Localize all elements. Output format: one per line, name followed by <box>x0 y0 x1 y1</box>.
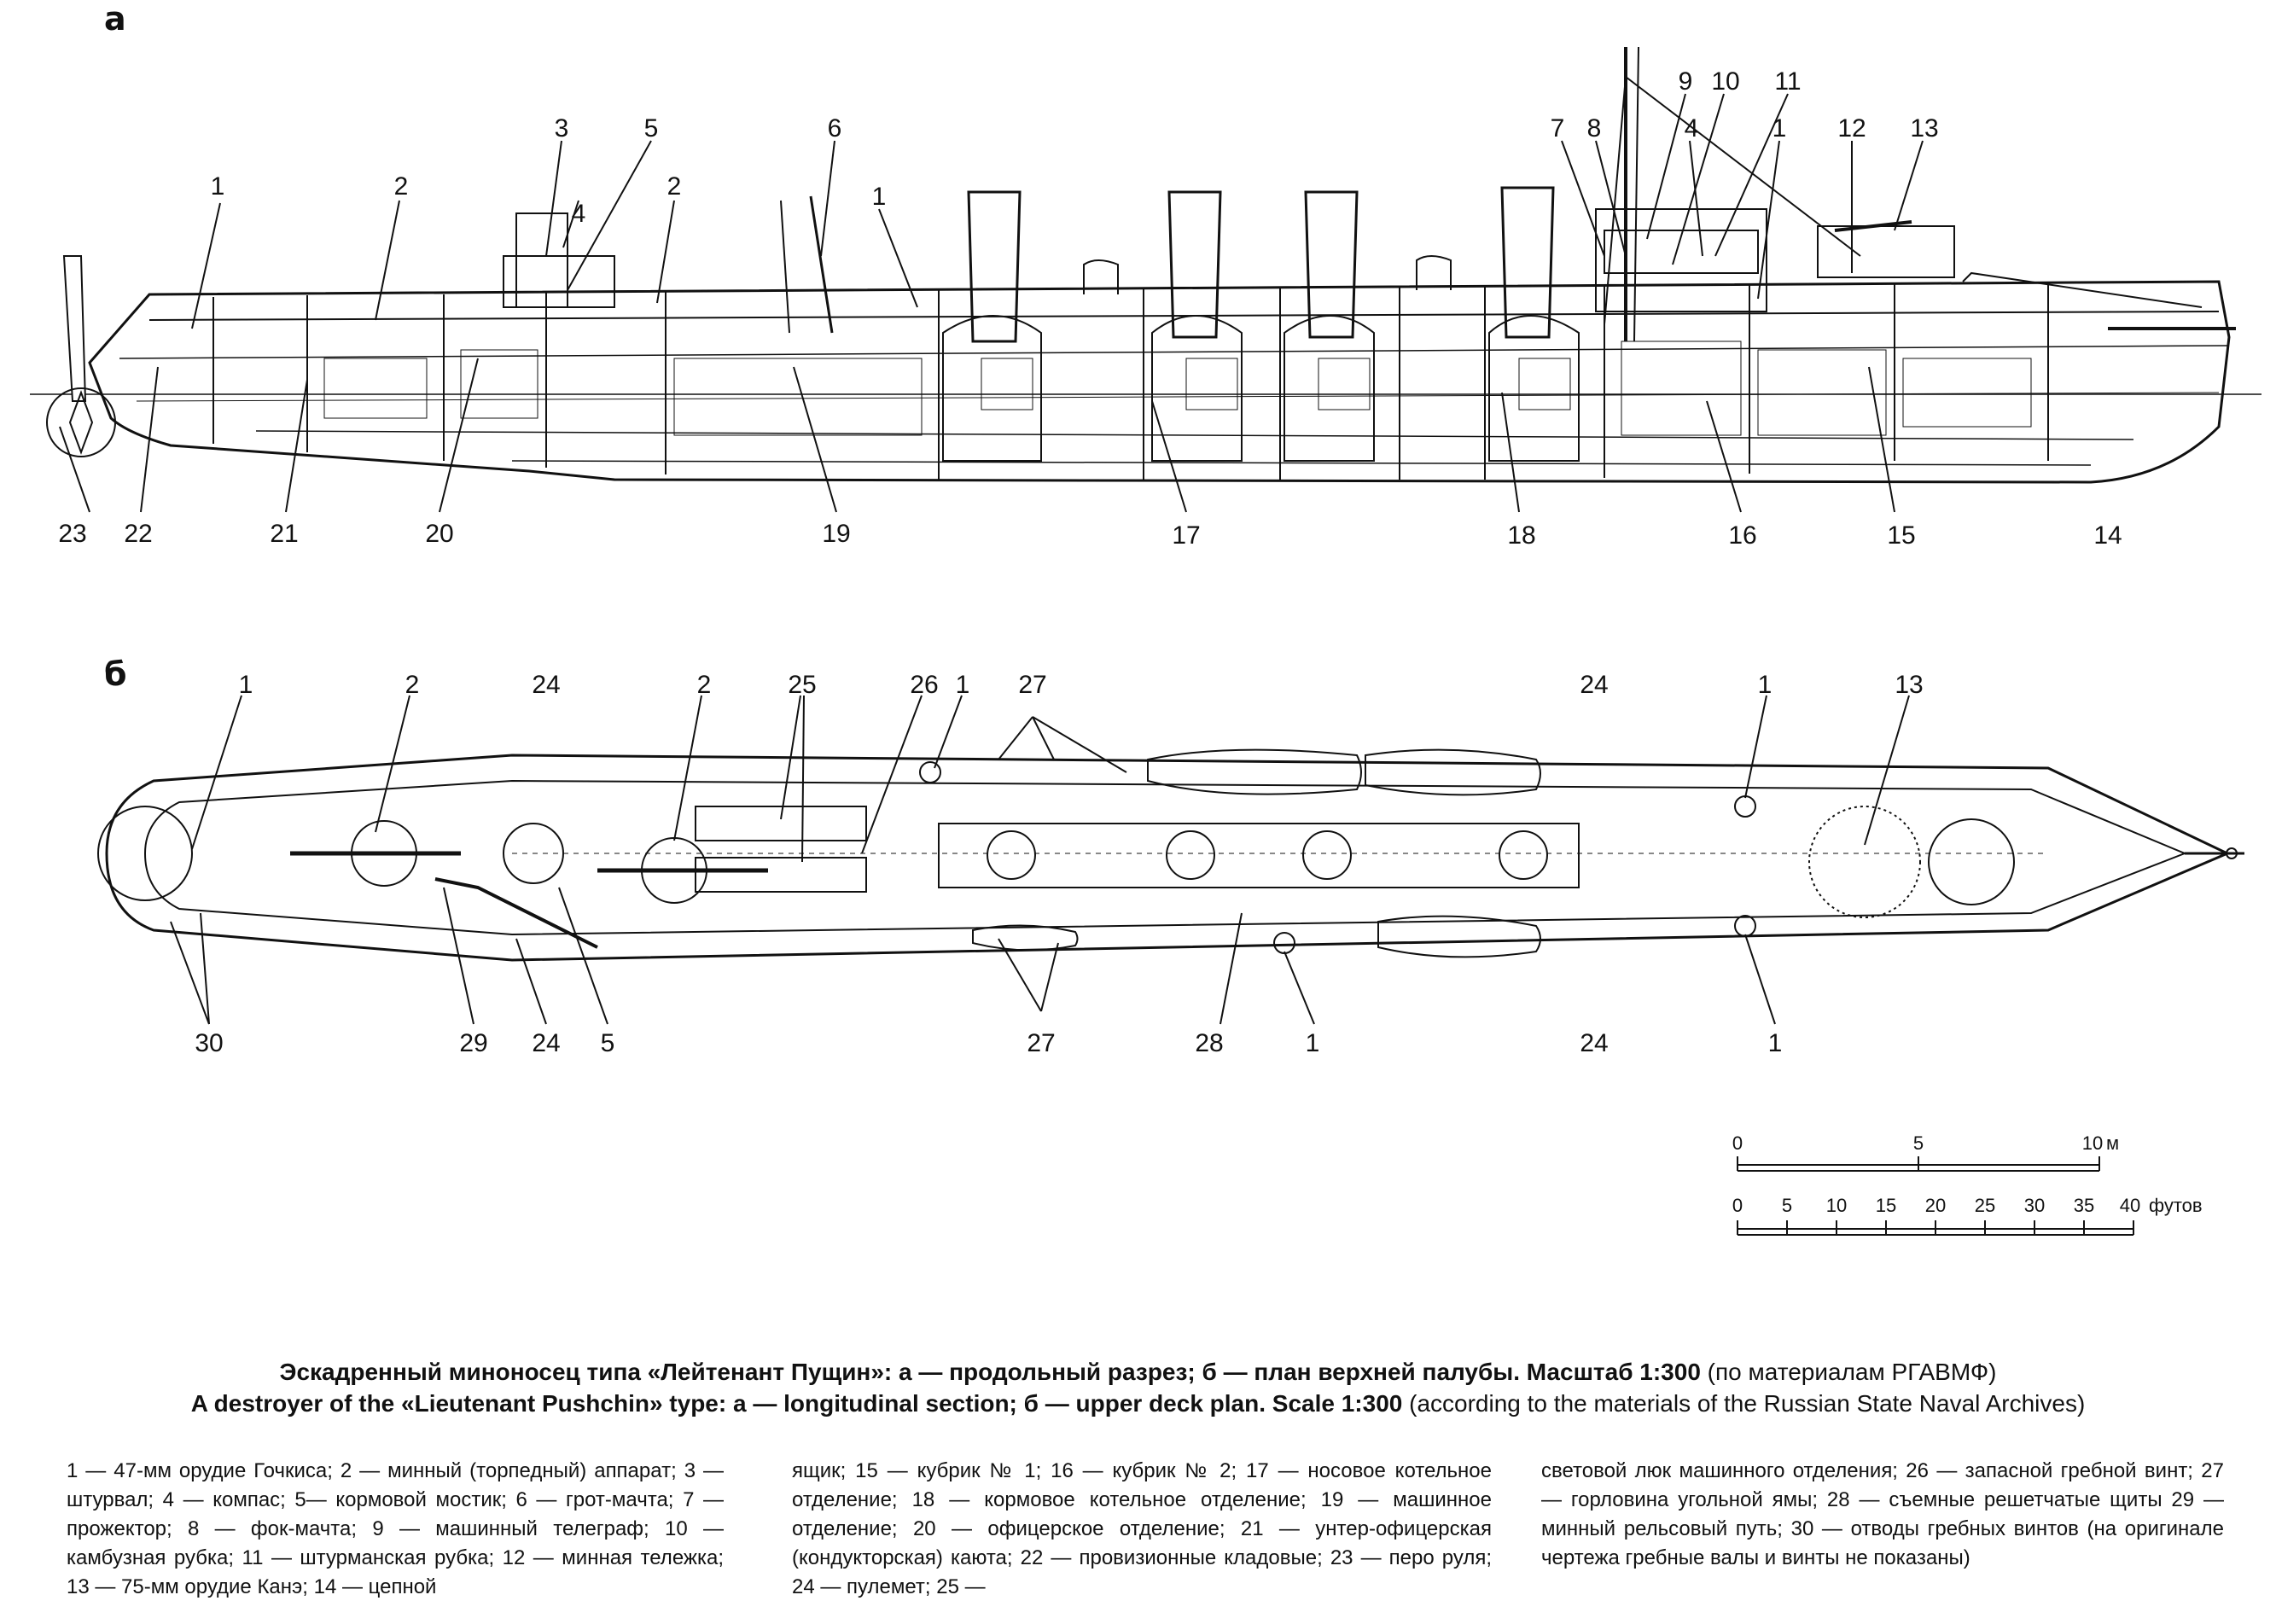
scale-ft-unit: футов <box>2149 1195 2203 1216</box>
callout: 27 <box>1027 1029 1055 1057</box>
scale-ft-tick: 15 <box>1876 1195 1896 1216</box>
caption-ru: Эскадренный миноносец типа «Лейтенант Пу… <box>0 1357 2276 1388</box>
callout: 4 <box>1685 114 1699 143</box>
callout: 15 <box>1887 521 1915 550</box>
scale-labels: 0 5 10 м 0 5 10 15 20 25 30 35 40 футов <box>1732 1132 2203 1216</box>
callout: 19 <box>822 520 850 548</box>
callout: 13 <box>1895 671 1923 699</box>
callout: 14 <box>2093 521 2122 550</box>
upper-deck-plan <box>97 748 2244 962</box>
callout: 5 <box>601 1029 615 1057</box>
callout: 24 <box>532 1029 560 1057</box>
caption-ru-source: (по материалам РГАВМФ) <box>1707 1359 1997 1385</box>
callout: 1 <box>1306 1029 1320 1057</box>
callout: 2 <box>697 671 712 699</box>
callout: 6 <box>828 114 842 143</box>
callouts-section-a: 1 2 3 4 5 6 1 2 7 8 9 10 11 4 1 12 13 23… <box>58 67 2122 550</box>
caption-en: A destroyer of the «Lieutenant Pushchin»… <box>0 1388 2276 1419</box>
scale-ft-tick: 0 <box>1732 1195 1743 1216</box>
callout: 21 <box>270 520 298 548</box>
callout: 30 <box>195 1029 223 1057</box>
callout: 27 <box>1018 671 1046 699</box>
callout: 7 <box>1551 114 1565 143</box>
callout: 24 <box>532 671 560 699</box>
callout: 18 <box>1507 521 1535 550</box>
callout: 1 <box>1772 114 1787 143</box>
scale-m-tick: 5 <box>1913 1132 1924 1154</box>
callout: 1 <box>211 172 225 201</box>
callout: 5 <box>644 114 659 143</box>
callout: 4 <box>572 200 586 228</box>
panel-letter-a: а <box>104 0 126 38</box>
scale-m-tick: 0 <box>1732 1132 1743 1154</box>
scale-ft-tick: 20 <box>1925 1195 1946 1216</box>
scale-ft-tick: 35 <box>2074 1195 2094 1216</box>
callout: 9 <box>1679 67 1693 96</box>
callout: 13 <box>1910 114 1938 143</box>
leader-lines <box>59 93 2134 1236</box>
callout: 1 <box>872 183 887 211</box>
callout: 25 <box>788 671 816 699</box>
scale-ft-tick: 10 <box>1826 1195 1847 1216</box>
callout: 23 <box>58 520 86 548</box>
scale-ft-tick: 30 <box>2024 1195 2045 1216</box>
callout: 2 <box>667 172 682 201</box>
scale-m-tick: 10 <box>2082 1132 2103 1154</box>
panel-letter-b: б <box>104 655 127 693</box>
caption-en-source: (according to the materials of the Russi… <box>1409 1390 2086 1417</box>
callout: 24 <box>1580 1029 1608 1057</box>
callout: 20 <box>425 520 453 548</box>
caption-ru-main: Эскадренный миноносец типа «Лейтенант Пу… <box>279 1359 1701 1385</box>
callout: 1 <box>239 671 253 699</box>
callout: 17 <box>1172 521 1200 550</box>
callout: 8 <box>1587 114 1602 143</box>
legend-col-3: световой люк машинного отделения; 26 — з… <box>1541 1459 2224 1569</box>
scale-m-unit: м <box>2106 1132 2119 1154</box>
caption-en-main: A destroyer of the «Lieutenant Pushchin»… <box>190 1390 1403 1417</box>
callout: 29 <box>459 1029 487 1057</box>
callout: 28 <box>1195 1029 1223 1057</box>
callout: 16 <box>1728 521 1756 550</box>
callout: 26 <box>910 671 938 699</box>
callout: 11 <box>1774 67 1801 96</box>
legend-col-1: 1 — 47-мм орудие Гочкиса; 2 — минный (то… <box>67 1459 724 1598</box>
callout: 2 <box>405 671 420 699</box>
callout: 12 <box>1837 114 1866 143</box>
callout: 3 <box>555 114 569 143</box>
callout: 24 <box>1580 671 1608 699</box>
callout: 2 <box>394 172 409 201</box>
callouts-section-b: 1 2 24 2 25 26 1 27 24 1 13 30 29 24 5 2… <box>195 671 1923 1057</box>
scale-ft-tick: 5 <box>1782 1195 1792 1216</box>
callout: 1 <box>1758 671 1772 699</box>
callout: 1 <box>1768 1029 1783 1057</box>
ship-drawing: 1 2 3 4 5 6 1 2 7 8 9 10 11 4 1 12 13 23… <box>30 46 2261 1236</box>
legend-col-2: ящик; 15 — кубрик № 1; 16 — кубрик № 2; … <box>792 1459 1492 1598</box>
longitudinal-section <box>30 46 2261 484</box>
callout: 1 <box>956 671 970 699</box>
scale-ft-tick: 25 <box>1975 1195 1995 1216</box>
callout: 22 <box>124 520 152 548</box>
scale-ft-tick: 40 <box>2120 1195 2140 1216</box>
callout: 10 <box>1711 67 1739 96</box>
